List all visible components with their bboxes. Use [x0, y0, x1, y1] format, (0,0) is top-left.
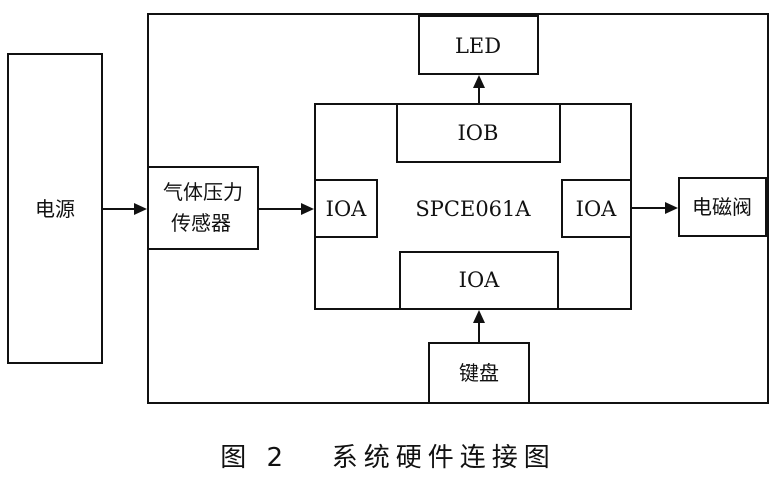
- figure-caption: 图 2 系统硬件连接图: [220, 443, 556, 473]
- solenoid-valve-box: [678, 177, 767, 237]
- power-supply-label: 电源: [35, 197, 75, 221]
- keyboard-label: 键盘: [459, 361, 499, 385]
- port-ioa-right-label: IOA: [576, 197, 618, 221]
- mcu-label: SPCE061A: [415, 197, 531, 221]
- arrow-power-to-sensor: [102, 203, 147, 215]
- port-ioa-left-box: [314, 179, 378, 238]
- port-ioa-bottom-label: IOA: [459, 268, 501, 292]
- arrow-keyboard-to-ioa: [473, 310, 485, 343]
- pressure-sensor-box: [147, 166, 259, 250]
- pressure-sensor-label-line2: 传感器: [171, 211, 231, 235]
- arrow-ioa-to-solenoid: [631, 202, 678, 214]
- power-supply-box: [7, 53, 103, 364]
- arrow-sensor-to-ioa: [258, 203, 314, 215]
- pressure-sensor-label-line1: 气体压力: [163, 180, 243, 204]
- led-label: LED: [455, 34, 501, 58]
- port-ioa-bottom-box: [399, 251, 559, 310]
- arrow-iob-to-led: [473, 75, 485, 104]
- port-ioa-left-label: IOA: [326, 197, 368, 221]
- port-iob-label: IOB: [458, 121, 499, 145]
- led-box: [418, 15, 539, 75]
- port-ioa-right-box: [561, 179, 632, 238]
- keyboard-box: [428, 342, 530, 404]
- solenoid-valve-label: 电磁阀: [692, 195, 752, 219]
